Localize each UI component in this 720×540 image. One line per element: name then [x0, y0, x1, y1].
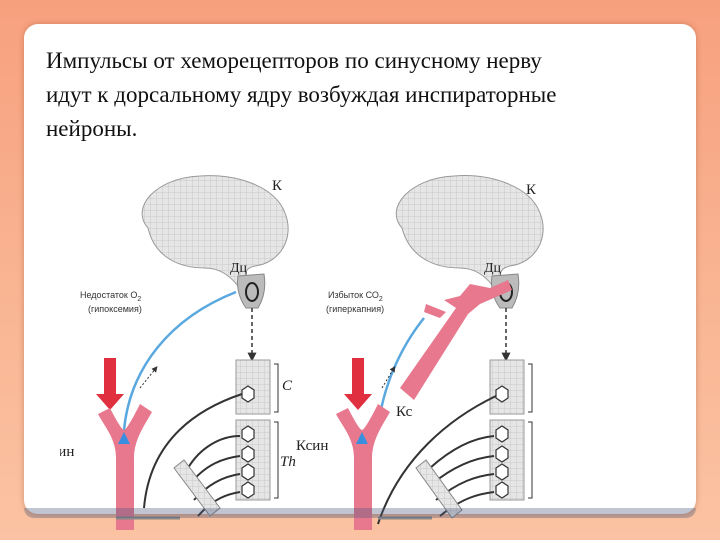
left-panel: К Дц Недостаток О2 (гипоксемия) C Th Кси… [60, 176, 296, 530]
right-panel: К Дц Избыток СО2 (гиперкапния) Кс Ксин [296, 176, 543, 530]
text-line-1: Импульсы от хеморецепторов по синусному … [46, 44, 686, 78]
stimulus-label-right: Избыток СО2 [328, 290, 383, 303]
stimulus-sub-label-left: (гипоксемия) [88, 304, 142, 314]
cortex-label-right: К [526, 182, 537, 198]
center-label-right: Дц [484, 261, 502, 276]
red-arrow-left [96, 358, 124, 410]
sinus-label-right: Ксин [296, 438, 328, 454]
segment-c-label: C [282, 378, 293, 394]
text-line-3: нейроны. [46, 112, 686, 146]
red-arrow-right [344, 358, 372, 410]
center-label-left: Дц [230, 261, 248, 276]
text-line-2: идут к дорсальному ядру возбуждая инспир… [46, 78, 686, 112]
slide-text: Импульсы от хеморецепторов по синусному … [46, 44, 686, 146]
cortex-label-left: К [272, 178, 283, 194]
sinus-label-left: Ксин [60, 444, 74, 460]
stimulus-label-left: Недостаток О2 [80, 290, 141, 303]
segment-th-label: Th [280, 454, 296, 470]
brain-left [142, 176, 288, 286]
kc-label: Кс [396, 404, 413, 420]
brainstem-left [237, 274, 264, 308]
respiration-diagram: К Дц Недостаток О2 (гипоксемия) C Th Кси… [60, 168, 545, 530]
spinal-segment-c [236, 360, 270, 414]
stimulus-sub-label-right: (гиперкапния) [326, 304, 384, 314]
slide-bottom-bar [24, 508, 696, 518]
brain-right [396, 176, 543, 286]
